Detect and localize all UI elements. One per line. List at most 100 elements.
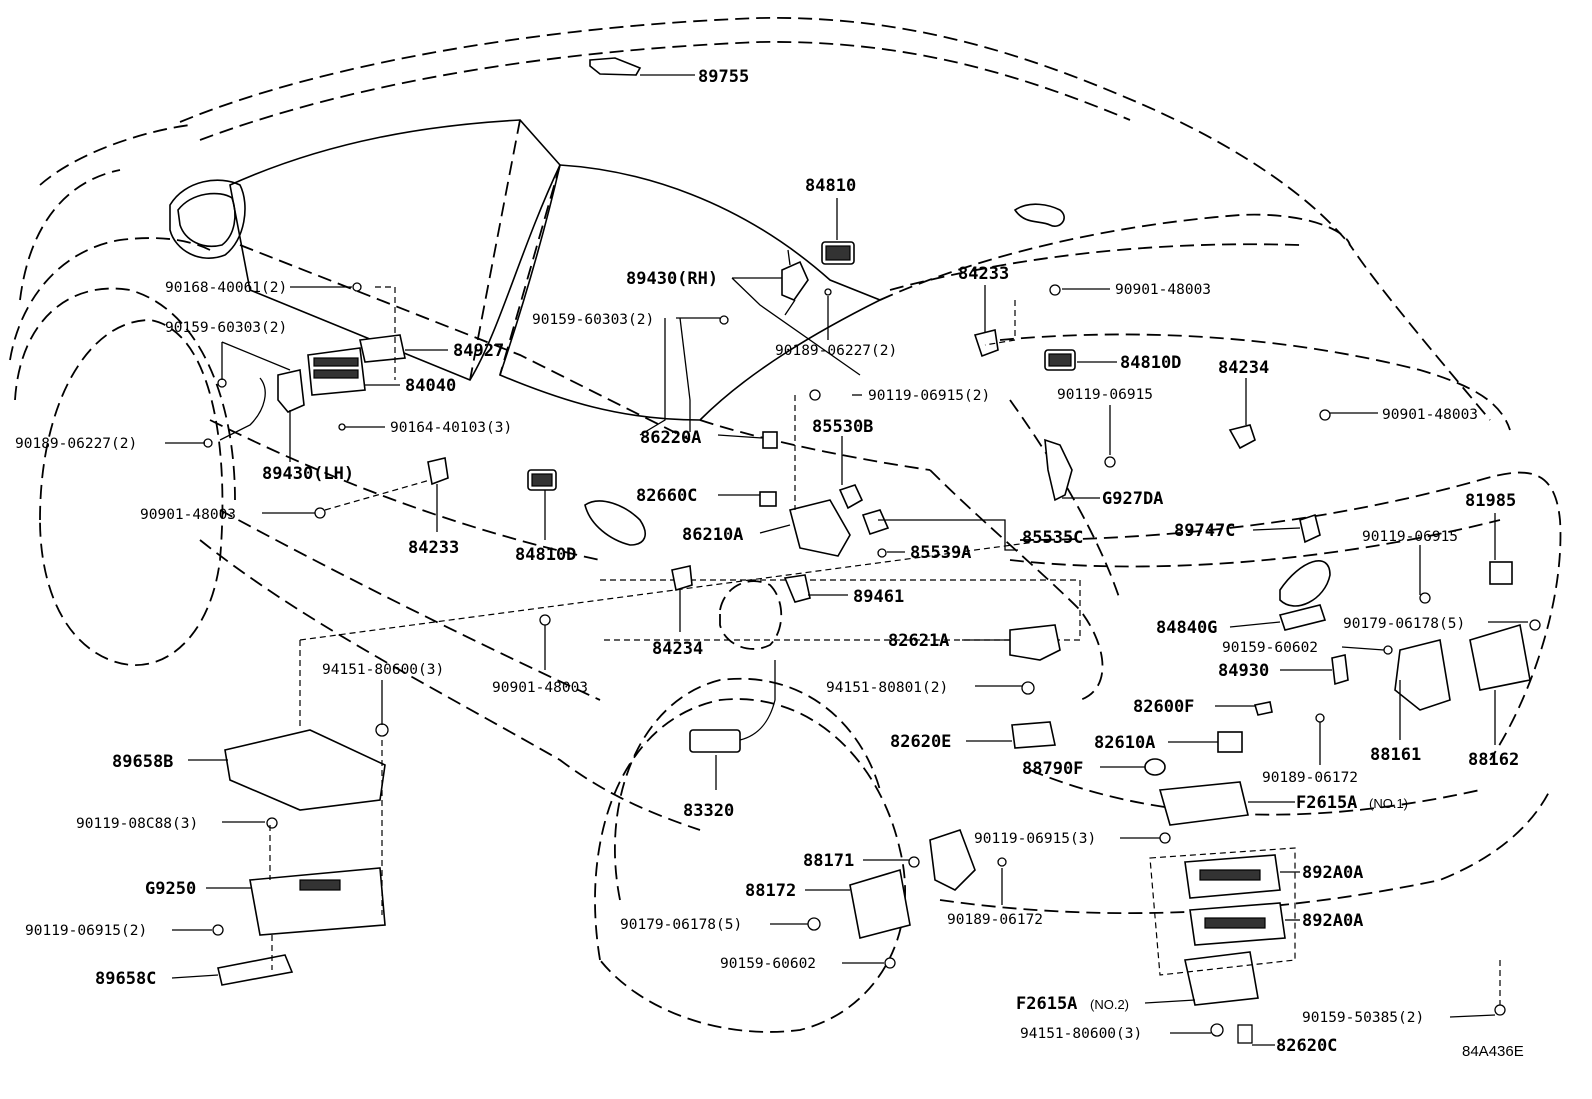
label-90901-48003-right: 90901-48003 bbox=[1382, 407, 1478, 423]
label-90159-60303-2-left: 90159-60303(2) bbox=[165, 320, 287, 336]
label-82600f: 82600F bbox=[1133, 697, 1194, 717]
label-85535c: 85535C bbox=[1022, 528, 1083, 548]
label-85530b: 85530B bbox=[812, 417, 873, 437]
relay-82610a bbox=[1217, 731, 1243, 753]
part-89461 bbox=[783, 574, 811, 603]
label-94151-80600-3-left: 94151-80600(3) bbox=[322, 662, 444, 678]
part-89747c bbox=[1299, 513, 1321, 544]
label-84840g: 84840G bbox=[1156, 618, 1217, 638]
note-no2: (NO.2) bbox=[1090, 997, 1129, 1012]
fasteners bbox=[203, 282, 1541, 1037]
label-94151-80801-2: 94151-80801(2) bbox=[826, 680, 948, 696]
part-85530b bbox=[838, 484, 864, 510]
cover-89658c bbox=[217, 954, 294, 986]
label-89430-lh: 89430(LH) bbox=[262, 464, 354, 484]
clip-icon bbox=[877, 548, 887, 558]
diagram-reference-id: 84A436E bbox=[1462, 1043, 1524, 1060]
clip-icon bbox=[997, 857, 1007, 867]
switch-84234-right bbox=[1228, 424, 1256, 450]
module-88162 bbox=[1469, 623, 1531, 691]
bolt-icon bbox=[212, 924, 224, 936]
bolt-icon bbox=[314, 507, 326, 519]
label-89461: 89461 bbox=[853, 587, 904, 607]
part-84930 bbox=[1331, 654, 1349, 686]
part-81985 bbox=[1489, 561, 1513, 585]
label-84234-right: 84234 bbox=[1218, 358, 1269, 378]
label-90189-06227-2-left: 90189-06227(2) bbox=[15, 436, 137, 452]
screw-icon bbox=[719, 315, 729, 325]
part-labels: 89755 84810 89430(RH) 90159-60303(2) 901… bbox=[15, 67, 1524, 1060]
label-82620e: 82620E bbox=[890, 732, 951, 752]
label-90119-06915-2-left: 90119-06915(2) bbox=[25, 923, 147, 939]
label-89430-rh: 89430(RH) bbox=[626, 269, 718, 289]
label-89658b: 89658B bbox=[112, 752, 173, 772]
switch-84233-top bbox=[973, 329, 999, 358]
label-90159-60602-mid: 90159-60602 bbox=[720, 956, 816, 972]
bolt-icon bbox=[809, 389, 821, 401]
sensor-83320 bbox=[689, 729, 741, 753]
label-892a0a-upper: 892A0A bbox=[1302, 863, 1363, 883]
label-89747c: 89747C bbox=[1174, 521, 1235, 541]
bracket-f2615a-no1 bbox=[1158, 781, 1249, 826]
bolt-icon bbox=[266, 817, 278, 829]
note-no1: (NO.1) bbox=[1369, 796, 1408, 811]
label-90901-48003-left: 90901-48003 bbox=[140, 507, 236, 523]
vehicle-body-outline bbox=[9, 16, 1562, 1033]
clip-82660c bbox=[759, 491, 777, 507]
bracket-f2615a-no2 bbox=[1184, 951, 1259, 1006]
screw-icon bbox=[338, 423, 346, 431]
label-88162: 88162 bbox=[1468, 750, 1519, 770]
label-88171: 88171 bbox=[803, 851, 854, 871]
label-83320: 83320 bbox=[683, 801, 734, 821]
label-f2615a-no2: F2615A bbox=[1016, 994, 1077, 1014]
bolt-icon bbox=[1104, 456, 1116, 468]
label-90159-60303-2-top: 90159-60303(2) bbox=[532, 312, 654, 328]
label-88790f: 88790F bbox=[1022, 759, 1083, 779]
label-82620c: 82620C bbox=[1276, 1036, 1337, 1056]
sensor-89430-lh bbox=[277, 369, 305, 413]
label-90159-60602-right: 90159-60602 bbox=[1222, 640, 1318, 656]
label-84810d-left: 84810D bbox=[515, 545, 576, 565]
label-82610a: 82610A bbox=[1094, 733, 1155, 753]
label-90901-48003-top: 90901-48003 bbox=[1115, 282, 1211, 298]
module-88172 bbox=[849, 868, 911, 939]
label-81985: 81985 bbox=[1465, 491, 1516, 511]
bolt-icon bbox=[884, 957, 896, 969]
label-90189-06227-2-mid: 90189-06227(2) bbox=[775, 343, 897, 359]
ecu-g9250 bbox=[249, 867, 386, 936]
bolt-icon bbox=[1319, 409, 1331, 421]
nut-icon bbox=[807, 917, 821, 931]
label-84233-left: 84233 bbox=[408, 538, 459, 558]
bolt-icon bbox=[1159, 832, 1171, 844]
bracket-82620e bbox=[1011, 721, 1056, 749]
label-82621a: 82621A bbox=[888, 631, 949, 651]
latch-g927da bbox=[1044, 438, 1073, 502]
cover-89658b bbox=[224, 729, 386, 811]
label-90901-48003-mid: 90901-48003 bbox=[492, 680, 588, 696]
label-84040: 84040 bbox=[405, 376, 456, 396]
label-84234-mid: 84234 bbox=[652, 639, 703, 659]
clip-icon bbox=[1315, 713, 1325, 723]
label-f2615a-no1: F2615A bbox=[1296, 793, 1357, 813]
part-84840g bbox=[1278, 604, 1327, 631]
screw-icon bbox=[1383, 645, 1393, 655]
label-90189-06172-right: 90189-06172 bbox=[1262, 770, 1358, 786]
part-85535c bbox=[861, 509, 890, 536]
bracket-88161 bbox=[1394, 639, 1451, 711]
label-84810: 84810 bbox=[805, 176, 856, 196]
label-g9250: G9250 bbox=[145, 879, 196, 899]
bolt-icon bbox=[539, 614, 551, 626]
switch-84234-mid bbox=[671, 565, 693, 592]
antenna-sensor-89755 bbox=[589, 57, 642, 76]
screw-icon bbox=[203, 438, 213, 448]
label-90159-50385-2: 90159-50385(2) bbox=[1302, 1010, 1424, 1026]
sensor-89430-rh bbox=[781, 260, 809, 301]
label-90179-06178-5-right: 90179-06178(5) bbox=[1343, 616, 1465, 632]
label-82660c: 82660C bbox=[636, 486, 697, 506]
bolt-82620c bbox=[1237, 1024, 1253, 1044]
label-89658c: 89658C bbox=[95, 969, 156, 989]
label-892a0a-lower: 892A0A bbox=[1302, 911, 1363, 931]
bolt-icon bbox=[1419, 592, 1431, 604]
nut-icon bbox=[1021, 681, 1035, 695]
